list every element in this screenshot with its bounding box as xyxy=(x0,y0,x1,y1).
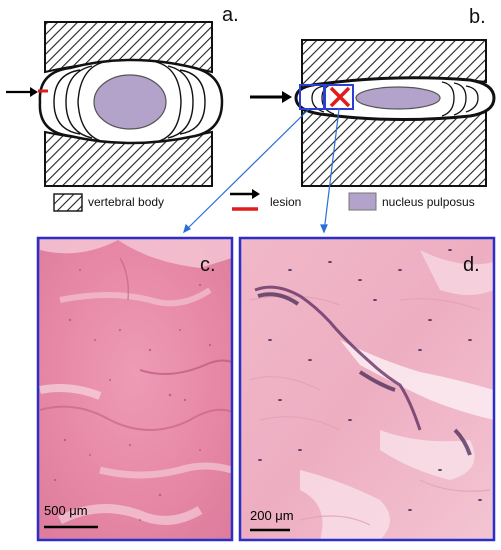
panel-d-histology xyxy=(238,236,496,542)
scale-label-d: 200 μm xyxy=(250,508,294,523)
vertebral-body-lower-b xyxy=(301,108,487,187)
legend-vertebral-body: vertebral body xyxy=(88,195,165,209)
legend-lesion: lesion xyxy=(270,195,302,209)
scale-label-c: 500 μm xyxy=(44,503,88,518)
nucleus-pulposus-a xyxy=(93,74,167,130)
panel-c-histology xyxy=(36,236,234,542)
panel-c-frame xyxy=(36,236,234,542)
hatched-swatch-icon xyxy=(53,193,83,212)
panel-b-diagram xyxy=(250,39,496,187)
panel-label-d: d. xyxy=(463,254,480,276)
callout-lines xyxy=(183,108,340,234)
panel-label-b: b. xyxy=(469,6,486,28)
legend xyxy=(53,189,377,212)
nucleus-pulposus-b xyxy=(355,86,441,110)
nucleus-swatch xyxy=(348,192,377,211)
panel-label-a: a. xyxy=(222,4,239,26)
panel-label-c: c. xyxy=(200,254,216,276)
panel-d-frame xyxy=(238,236,496,542)
panel-a-diagram xyxy=(6,21,224,187)
lesion-x-mark xyxy=(329,86,351,108)
legend-nucleus-pulposus: nucleus pulposus xyxy=(382,195,475,209)
annulus-rings xyxy=(53,61,206,143)
